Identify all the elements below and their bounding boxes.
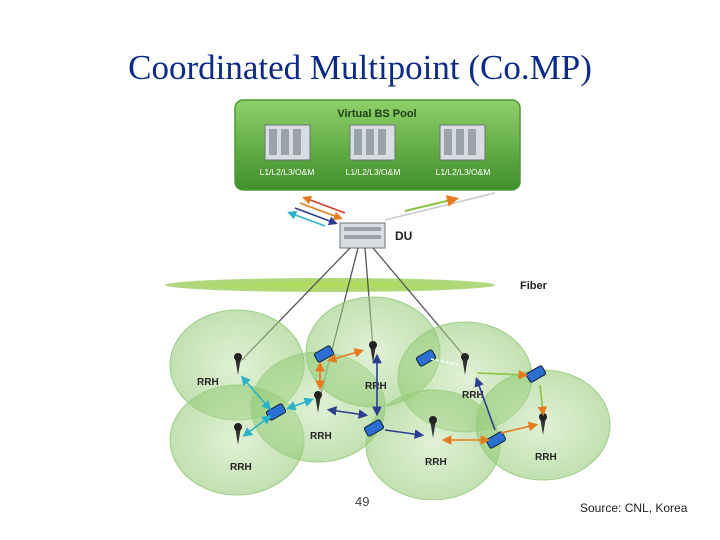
rrh-label-5: RRH xyxy=(462,390,484,401)
phone-icon-6 xyxy=(525,365,547,383)
bbu-server-3 xyxy=(439,124,486,161)
rrh-label-6: RRH xyxy=(425,457,447,468)
comp-signal-arrows xyxy=(240,348,548,445)
virtual-bs-pool: Virtual BS Pool L1/L2/L3/O&M L1/L2/L3/O&… xyxy=(234,99,521,191)
du-unit: DU xyxy=(339,222,412,249)
rrh-antenna-3 xyxy=(314,391,322,413)
du-label: DU xyxy=(395,229,412,243)
bbu-server-1 xyxy=(264,124,311,161)
server-3-label: L1/L2/L3/O&M xyxy=(436,167,491,177)
source-credit: Source: CNL, Korea xyxy=(580,501,688,515)
page-title: Coordinated Multipoint (Co.MP) xyxy=(128,48,592,87)
rrh-antennas xyxy=(234,341,547,445)
rrh-label-1: RRH xyxy=(197,377,219,388)
comp-network-diagram: Virtual BS Pool L1/L2/L3/O&M L1/L2/L3/O&… xyxy=(165,99,611,500)
phone-icon-3 xyxy=(363,419,385,437)
server-1-label: L1/L2/L3/O&M xyxy=(260,167,315,177)
rrh-antenna-6 xyxy=(429,416,437,438)
rrh-label-4: RRH xyxy=(365,381,387,392)
fiber-band: Fiber xyxy=(165,278,548,292)
fiber-label: Fiber xyxy=(520,280,548,292)
virtual-bs-pool-label: Virtual BS Pool xyxy=(337,108,416,120)
bbu-server-2 xyxy=(349,124,396,161)
phone-icon-4 xyxy=(415,349,437,367)
rrh-antenna-5 xyxy=(461,353,469,375)
pool-du-arrows xyxy=(287,192,496,227)
rrh-label-3: RRH xyxy=(310,431,332,442)
page-number: 49 xyxy=(355,494,370,509)
rrh-antenna-2 xyxy=(234,423,242,445)
rrh-label-2: RRH xyxy=(230,462,252,473)
server-2-label: L1/L2/L3/O&M xyxy=(346,167,401,177)
rrh-label-7: RRH xyxy=(535,452,557,463)
rrh-antenna-1 xyxy=(234,353,242,375)
